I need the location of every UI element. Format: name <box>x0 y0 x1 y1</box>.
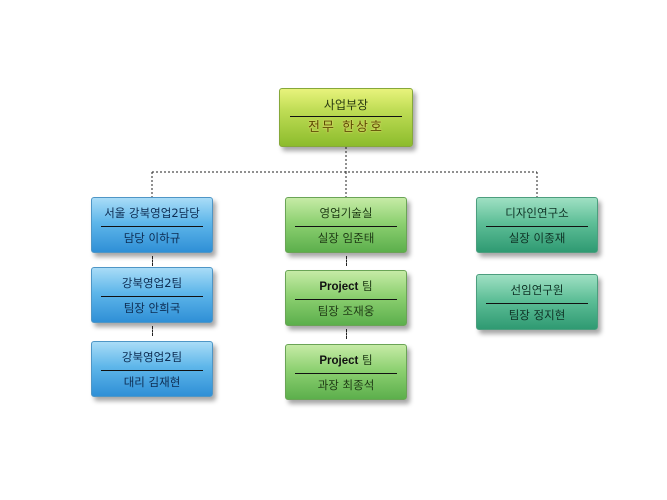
node-divider <box>101 226 203 227</box>
node-person: 실장 임준태 <box>317 231 375 245</box>
node-gangbuk-sales2-team-lead: 강북영업2팀 팀장 안희국 <box>91 267 213 323</box>
node-project-team-manager: Project 팀 과장 최종석 <box>285 344 407 400</box>
node-design-research-institute: 디자인연구소 실장 이종재 <box>476 197 598 253</box>
node-person: 대리 김재현 <box>123 375 181 389</box>
node-title-rest: 팀 <box>358 353 373 367</box>
node-seoul-gangbuk-sales2-division: 서울 강북영업2담당 담당 이하규 <box>91 197 213 253</box>
node-divider <box>101 370 203 371</box>
node-title-bold: Project <box>319 355 359 367</box>
node-person: 과장 최종석 <box>317 378 375 392</box>
node-title-bold: Project <box>319 281 359 293</box>
node-title: 선임연구원 <box>510 283 564 297</box>
chain-connector <box>152 256 153 266</box>
node-person: 팀장 조재웅 <box>317 304 375 318</box>
chain-connector <box>152 326 153 336</box>
node-gangbuk-sales2-team-assistant: 강북영업2팀 대리 김재현 <box>91 341 213 397</box>
root-title: 사업부장 <box>323 98 369 112</box>
node-sales-engineering-office: 영업기술실 실장 임준태 <box>285 197 407 253</box>
node-title: Project 팀 <box>286 279 406 294</box>
node-person: 팀장 안희국 <box>123 301 181 315</box>
root-divider <box>290 116 402 117</box>
node-person: 팀장 정지현 <box>508 308 566 322</box>
node-divider <box>486 303 588 304</box>
node-senior-researcher: 선임연구원 팀장 정지현 <box>476 274 598 330</box>
node-title: 강북영업2팀 <box>121 350 183 364</box>
node-title: 강북영업2팀 <box>121 276 183 290</box>
node-divider <box>295 299 397 300</box>
root-person: 전무 한상호 <box>308 120 384 135</box>
node-divider <box>101 296 203 297</box>
node-title-rest: 팀 <box>358 279 373 293</box>
chain-connector <box>346 329 347 339</box>
node-divider <box>295 373 397 374</box>
node-divider <box>486 226 588 227</box>
node-person: 담당 이하규 <box>123 231 181 245</box>
node-title: 영업기술실 <box>319 206 373 220</box>
node-project-team-lead: Project 팀 팀장 조재웅 <box>285 270 407 326</box>
node-person: 실장 이종재 <box>508 231 566 245</box>
node-title: Project 팀 <box>286 353 406 368</box>
chain-connector <box>346 256 347 266</box>
node-title: 서울 강북영업2담당 <box>104 206 200 220</box>
node-title: 디자인연구소 <box>505 206 569 220</box>
root-node-division-head: 사업부장 전무 한상호 <box>279 88 413 147</box>
node-divider <box>295 226 397 227</box>
